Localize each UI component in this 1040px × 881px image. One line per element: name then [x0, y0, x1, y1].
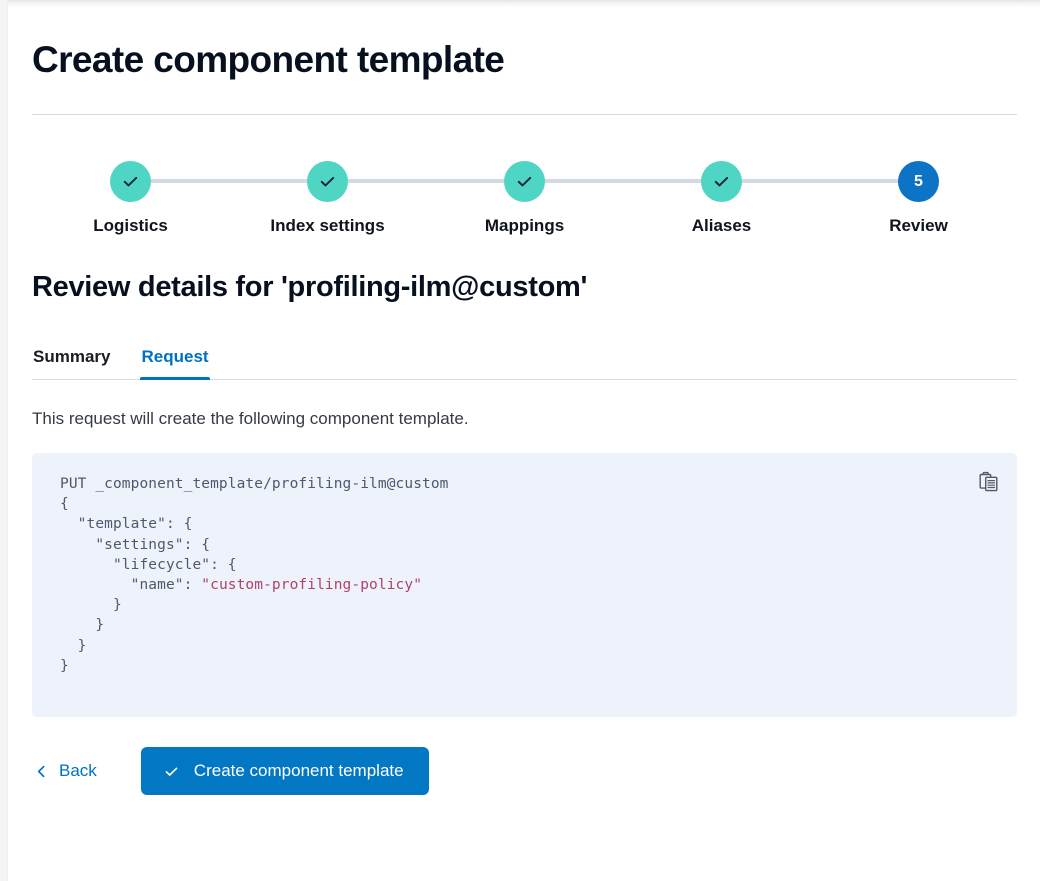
chevron-left-icon — [34, 764, 49, 779]
step-mappings[interactable]: Mappings — [426, 161, 623, 236]
step-mappings-label: Mappings — [484, 216, 565, 235]
back-button[interactable]: Back — [32, 753, 99, 789]
step-mappings-circle — [504, 161, 545, 202]
create-button-label: Create component template — [193, 761, 404, 780]
page-top-shadow — [8, 0, 1040, 7]
page-left-gutter — [0, 0, 8, 881]
step-aliases[interactable]: Aliases — [623, 161, 820, 236]
request-code-panel: PUT _component_template/profiling-ilm@cu… — [32, 453, 1017, 717]
step-review-label: Review — [889, 216, 948, 235]
review-heading: Review details for 'profiling-ilm@custom… — [32, 271, 588, 303]
step-connector — [740, 179, 900, 183]
step-logistics-circle — [110, 161, 151, 202]
step-review[interactable]: 5 Review — [820, 161, 1017, 236]
step-logistics-label: Logistics — [93, 216, 168, 235]
request-description: This request will create the following c… — [32, 409, 469, 428]
step-aliases-circle — [701, 161, 742, 202]
step-connector — [346, 179, 506, 183]
copy-icon — [978, 471, 998, 491]
check-icon — [320, 176, 335, 187]
back-button-label: Back — [59, 761, 97, 780]
check-icon — [163, 763, 180, 780]
request-code-block: PUT _component_template/profiling-ilm@cu… — [60, 476, 449, 674]
footer-actions: Back Create component template — [32, 747, 1017, 795]
step-connector — [149, 179, 309, 183]
step-connector — [543, 179, 703, 183]
step-aliases-label: Aliases — [691, 216, 752, 235]
create-component-template-button[interactable]: Create component template — [140, 747, 429, 795]
step-review-circle: 5 — [898, 161, 939, 202]
check-icon — [517, 176, 532, 187]
step-index-settings-label: Index settings — [270, 216, 385, 235]
step-review-number: 5 — [914, 172, 923, 190]
header-divider — [32, 114, 1017, 115]
page-title: Create component template — [32, 39, 505, 80]
wizard-stepper: Logistics Index settings — [32, 161, 1017, 247]
tab-request[interactable]: Request — [140, 347, 210, 380]
check-icon — [714, 176, 729, 187]
step-index-settings[interactable]: Index settings — [229, 161, 426, 236]
check-icon — [123, 176, 138, 187]
page-container: Create component template Logistics — [9, 7, 1040, 881]
review-tabs: Summary Request — [32, 334, 1017, 380]
step-index-settings-circle — [307, 161, 348, 202]
copy-to-clipboard-button[interactable] — [971, 464, 1005, 498]
tab-summary[interactable]: Summary — [32, 347, 111, 379]
step-logistics[interactable]: Logistics — [32, 161, 229, 236]
